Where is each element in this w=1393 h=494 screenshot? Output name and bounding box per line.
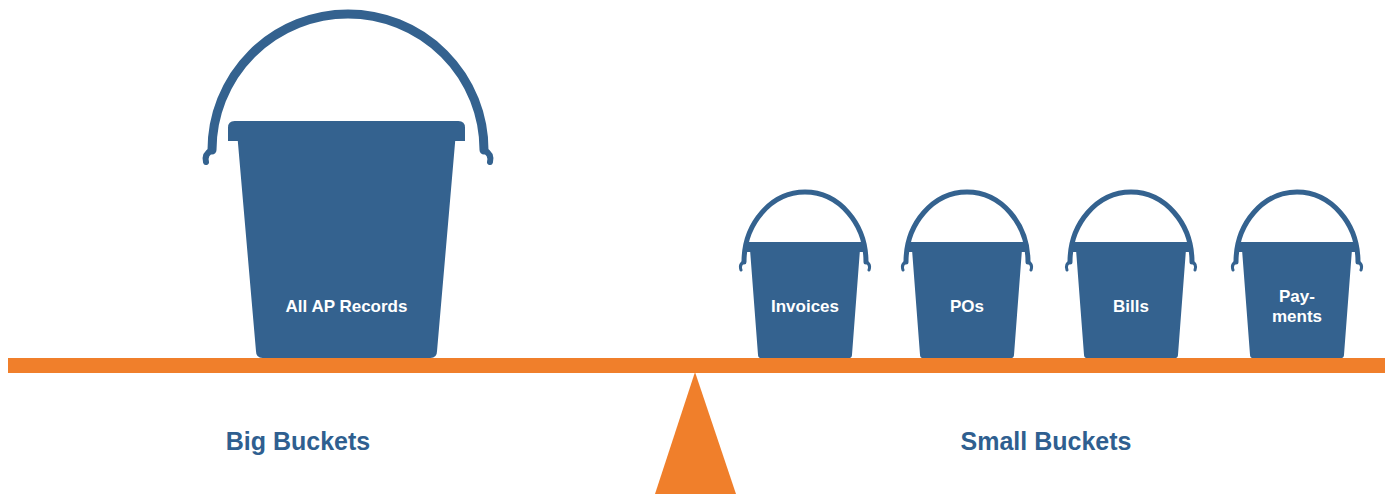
bucket-label: POs <box>922 297 1012 317</box>
group-caption: Big Buckets <box>226 427 370 456</box>
handle-hook <box>484 150 490 162</box>
bucket-node: Invoices <box>746 242 864 358</box>
seesaw-fulcrum <box>655 372 736 494</box>
bucket-node: Pay- ments <box>1238 242 1356 358</box>
bucket-node: All AP Records <box>228 121 465 358</box>
seesaw-beam <box>8 358 1385 373</box>
bucket-label: All AP Records <box>247 297 447 317</box>
bucket-body <box>1072 242 1190 358</box>
bucket-node: Bills <box>1072 242 1190 358</box>
bucket-body <box>228 121 465 358</box>
bucket-body <box>1238 242 1356 358</box>
handle-hook <box>206 150 212 162</box>
bucket-node: POs <box>908 242 1026 358</box>
bucket-body <box>746 242 864 358</box>
bucket-label: Bills <box>1086 297 1176 317</box>
bucket-body <box>908 242 1026 358</box>
bucket-shape <box>228 121 465 358</box>
group-caption: Small Buckets <box>961 427 1132 456</box>
bucket-label: Invoices <box>760 297 850 317</box>
bucket-label: Pay- ments <box>1262 287 1332 327</box>
